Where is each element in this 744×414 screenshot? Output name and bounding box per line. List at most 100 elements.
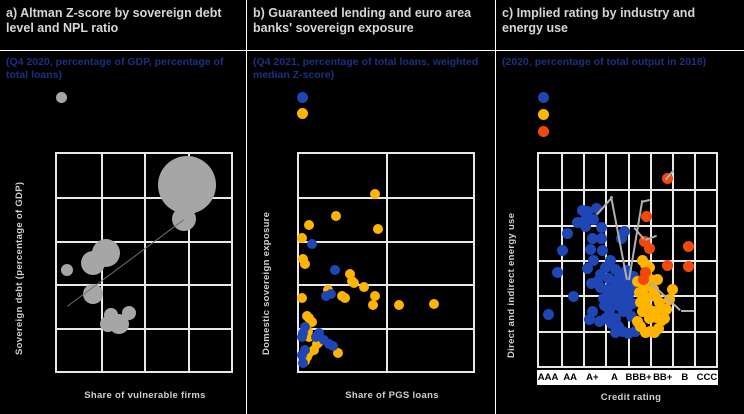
data-point-blue (583, 313, 595, 325)
gridline-horizontal (57, 197, 231, 200)
data-point-red (641, 211, 653, 223)
data-point-blue (617, 306, 629, 318)
panel-b-x-axis-label: Share of PGS loans (345, 390, 439, 401)
data-point-blue (598, 300, 610, 312)
data-point-blue (610, 312, 622, 324)
panel-b-y-axis-label: Domestic sovereign exposure (261, 211, 272, 355)
data-point-blue (326, 288, 337, 299)
gridline-vertical (187, 154, 190, 371)
panel-a: a) Altman Z-score by sovereign debt leve… (0, 0, 246, 414)
data-point-red (638, 236, 650, 248)
data-point-orange (307, 317, 318, 328)
data-point-orange (637, 306, 649, 318)
data-point-blue (327, 341, 338, 352)
rating-tick-bbplus: BB+ (653, 372, 673, 383)
data-point-blue (622, 302, 633, 314)
data-point-blue (329, 265, 340, 276)
data-point-blue (587, 306, 599, 318)
data-point-blue (588, 214, 600, 226)
data-point-blue (588, 254, 600, 266)
data-point-orange (644, 261, 656, 273)
data-point-blue (307, 239, 318, 250)
data-bubble (61, 264, 74, 277)
data-point-blue (605, 254, 617, 266)
data-point-orange (369, 189, 380, 200)
data-point-blue (561, 228, 573, 239)
data-point-blue (557, 244, 569, 256)
panel-a-y-axis-label: Sovereign debt (percentage of GDP) (14, 181, 25, 355)
legend-dot-grey (56, 92, 67, 103)
data-point-blue (625, 283, 637, 295)
data-point-blue (622, 289, 634, 301)
data-point-blue (606, 318, 618, 330)
data-point-orange (647, 284, 659, 296)
data-point-blue (582, 205, 594, 217)
data-bubble (157, 156, 216, 215)
data-point-orange (348, 278, 359, 289)
data-point-blue (593, 315, 605, 327)
data-point-orange (428, 298, 439, 309)
data-point-red (637, 273, 649, 285)
data-point-orange (359, 282, 370, 293)
gridline-horizontal (299, 240, 473, 243)
data-point-orange (633, 287, 645, 299)
gridline-horizontal (539, 260, 716, 262)
data-point-red (683, 260, 695, 272)
panel-b-title: b) Guaranteed lending and euro area bank… (253, 6, 472, 35)
legend-dot-orange (297, 108, 308, 119)
data-point-blue (296, 332, 307, 343)
rating-tick-a: A (611, 372, 618, 383)
panel-divider-1 (246, 0, 247, 414)
panel-b-title-rule (247, 50, 495, 51)
data-point-orange (637, 254, 649, 266)
data-point-orange (635, 321, 647, 333)
rating-tick-aplus: A+ (586, 372, 599, 383)
data-point-orange (331, 210, 342, 221)
panel-c-title-rule (496, 50, 744, 51)
data-point-orange (394, 299, 405, 310)
gridline-horizontal (539, 189, 716, 192)
data-point-red (661, 259, 673, 271)
data-point-orange (652, 273, 664, 285)
panel-c-subtitle: (2020, percentage of total output in 201… (502, 56, 707, 68)
gridline-horizontal (57, 327, 231, 330)
data-point-blue (585, 277, 597, 289)
data-point-blue (310, 332, 321, 343)
data-point-blue (604, 305, 616, 317)
panel-c-y-axis-label: Direct and indirect energy use (506, 212, 517, 358)
data-point-orange (650, 290, 662, 302)
panel-a-plot-area (55, 152, 233, 373)
data-point-blue (626, 310, 638, 322)
data-bubble (108, 314, 129, 335)
data-point-blue (584, 243, 596, 255)
data-point-orange (652, 323, 664, 335)
legend-dot-blue (538, 92, 549, 103)
data-point-blue (580, 220, 592, 232)
data-point-blue (552, 267, 564, 279)
panel-a-title-rule (0, 50, 246, 51)
data-point-orange (640, 291, 652, 303)
data-point-orange (644, 312, 656, 324)
data-point-orange (308, 345, 319, 356)
data-point-blue (591, 275, 603, 287)
data-point-blue (579, 214, 591, 226)
data-point-orange (635, 296, 647, 308)
data-point-orange (296, 232, 307, 243)
gridline-horizontal (57, 284, 231, 287)
data-point-blue (568, 290, 579, 302)
data-point-red (644, 242, 656, 254)
data-point-orange (373, 223, 384, 234)
data-point-blue (622, 327, 634, 339)
data-point-blue (296, 349, 307, 360)
data-point-blue (591, 202, 603, 214)
data-point-orange (300, 258, 311, 269)
data-point-blue (606, 287, 618, 299)
data-point-blue (320, 291, 331, 302)
data-point-blue (621, 265, 633, 277)
data-point-orange (340, 293, 351, 304)
gridline-horizontal (299, 197, 473, 200)
data-point-blue (300, 321, 311, 332)
data-point-blue (627, 297, 639, 309)
legend-dot-orange (538, 109, 549, 120)
